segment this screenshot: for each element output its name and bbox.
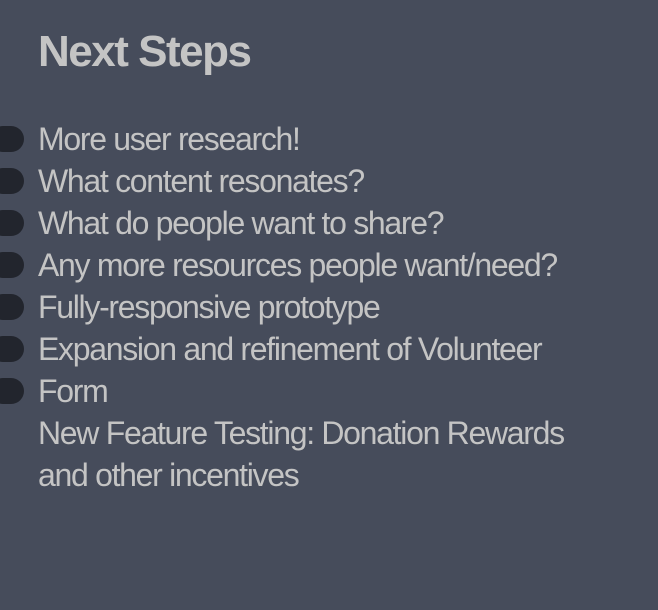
list-item-text: Form: [38, 373, 109, 409]
list-item: Fully-responsive prototype: [0, 286, 658, 328]
list-item: and other incentives: [0, 454, 658, 496]
list-item-text: What content resonates?: [38, 163, 365, 199]
list-item: Any more resources people want/need?: [0, 244, 658, 286]
list-item-text: and other incentives: [38, 457, 300, 493]
list-item: What do people want to share?: [0, 202, 658, 244]
list-item: What content resonates?: [0, 160, 658, 202]
list-item-text: Any more resources people want/need?: [38, 247, 558, 283]
list-item-text: What do people want to share?: [38, 205, 445, 241]
bullet-dot-icon: [0, 252, 24, 278]
list-item-text: New Feature Testing: Donation Rewards: [38, 415, 565, 451]
list-item: New Feature Testing: Donation Rewards: [0, 412, 658, 454]
list-item-text: Fully-responsive prototype: [38, 289, 381, 325]
list-item-text: More user research!: [38, 121, 301, 157]
bullet-dot-icon: [0, 126, 24, 152]
list-item: Expansion and refinement of Volunteer: [0, 328, 658, 370]
bullet-dot-icon: [0, 336, 24, 362]
list-item-text: Expansion and refinement of Volunteer: [38, 331, 543, 367]
slide-title: Next Steps: [38, 27, 252, 76]
list-item: More user research!: [0, 118, 658, 160]
next-steps-list: More user research! What content resonat…: [0, 118, 658, 496]
list-item: Form: [0, 370, 658, 412]
bullet-dot-icon: [0, 294, 24, 320]
bullet-dot-icon: [0, 378, 24, 404]
bullet-dot-icon: [0, 210, 24, 236]
bullet-dot-icon: [0, 168, 24, 194]
